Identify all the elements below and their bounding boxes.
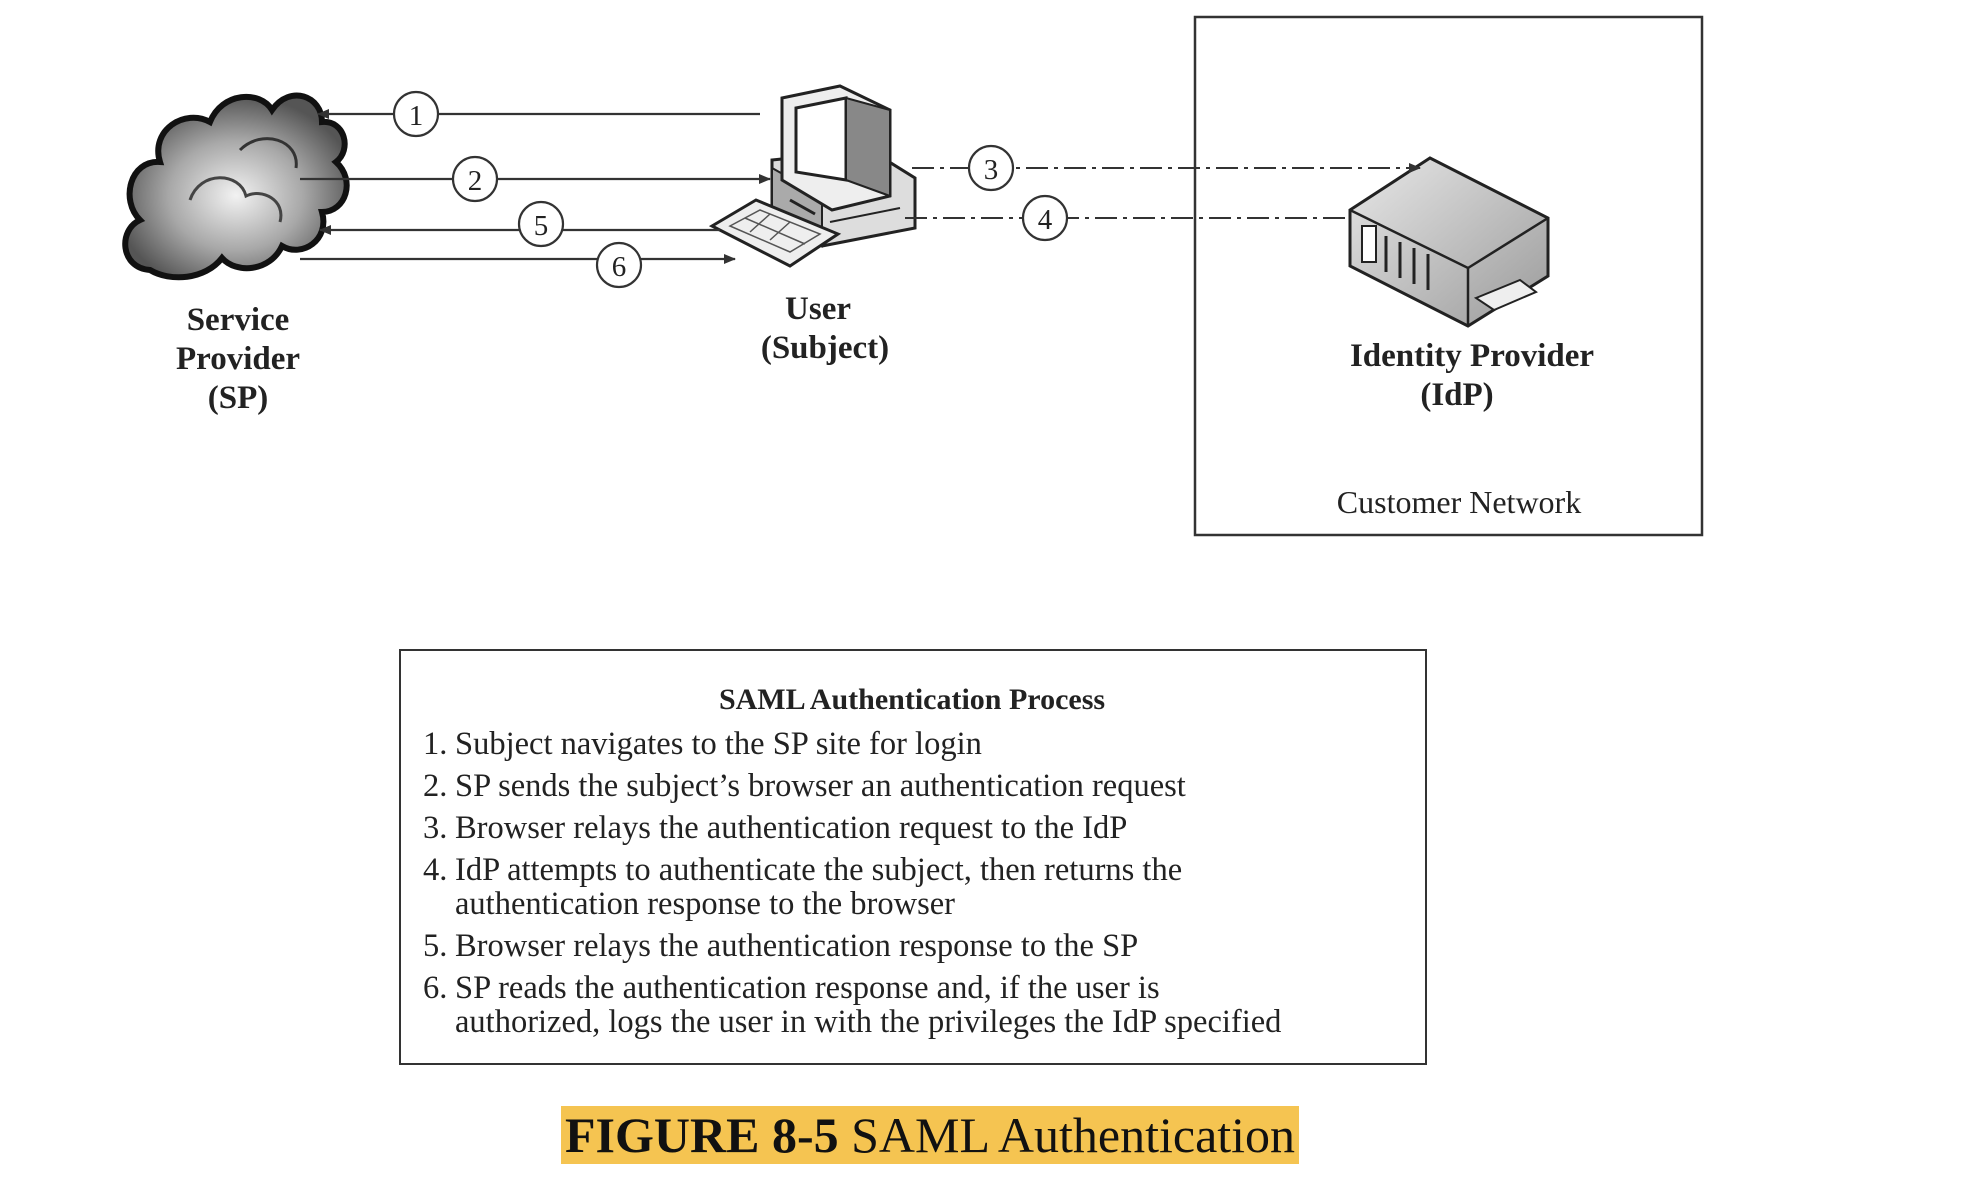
step-marker-5: 5 (517, 200, 565, 248)
sp-label-line1: Service (187, 302, 290, 338)
step-item: 1.Subject navigates to the SP site for l… (423, 727, 1401, 761)
customer-network-box (1193, 15, 1704, 537)
step-number: 6. (423, 970, 448, 1006)
step-number: 3. (423, 810, 448, 846)
step-marker-4: 4 (1021, 194, 1069, 242)
step-text: SP reads the authentication response and… (455, 970, 1282, 1040)
server-icon (1348, 156, 1550, 328)
step-text: Browser relays the authentication respon… (455, 928, 1139, 964)
figure-title: SAML Authentication (851, 1107, 1296, 1163)
user-label-line2: (Subject) (761, 330, 889, 366)
steps-list: 1.Subject navigates to the SP site for l… (423, 727, 1401, 1039)
step-marker-1: 1 (392, 90, 440, 138)
idp-label-line2: (IdP) (1420, 377, 1493, 413)
step-number: 2. (423, 768, 448, 804)
sp-label-line2: Provider (176, 341, 300, 377)
step-item: 3.Browser relays the authentication requ… (423, 811, 1401, 845)
customer-network-label: Customer Network (1337, 484, 1581, 520)
step-marker-3: 3 (967, 144, 1015, 192)
computer-icon (708, 84, 917, 268)
saml-steps-box: SAML Authentication Process 1.Subject na… (399, 649, 1427, 1065)
sp-label-line3: (SP) (208, 380, 269, 416)
cloud-icon (122, 92, 350, 281)
steps-title: SAML Authentication Process (718, 683, 1106, 716)
step-text: SP sends the subject’s browser an authen… (455, 768, 1186, 804)
step-number: 5. (423, 928, 448, 964)
step-number: 1. (423, 726, 448, 762)
svg-text:2: 2 (468, 165, 483, 197)
step-marker-6: 6 (595, 241, 643, 289)
step-text: Browser relays the authentication reques… (455, 810, 1128, 846)
svg-text:1: 1 (409, 100, 424, 132)
step-item: 6.SP reads the authentication response a… (423, 971, 1401, 1039)
idp-label-line1: Identity Provider (1350, 338, 1594, 374)
step-text: IdP attempts to authenticate the subject… (455, 852, 1183, 922)
step-marker-2: 2 (451, 155, 499, 203)
svg-text:6: 6 (612, 251, 627, 283)
svg-text:3: 3 (984, 154, 999, 186)
figure-caption: FIGURE 8-5 SAML Authentication (561, 1106, 1300, 1164)
user-label-line1: User (785, 291, 851, 327)
step-item: 2.SP sends the subject’s browser an auth… (423, 769, 1401, 803)
figure-number: FIGURE 8-5 (565, 1107, 839, 1163)
svg-text:5: 5 (534, 210, 549, 242)
step-item: 5.Browser relays the authentication resp… (423, 929, 1401, 963)
svg-text:4: 4 (1038, 204, 1053, 236)
step-number: 4. (423, 852, 448, 888)
step-text: Subject navigates to the SP site for log… (455, 726, 982, 762)
step-item: 4.IdP attempts to authenticate the subje… (423, 853, 1401, 921)
